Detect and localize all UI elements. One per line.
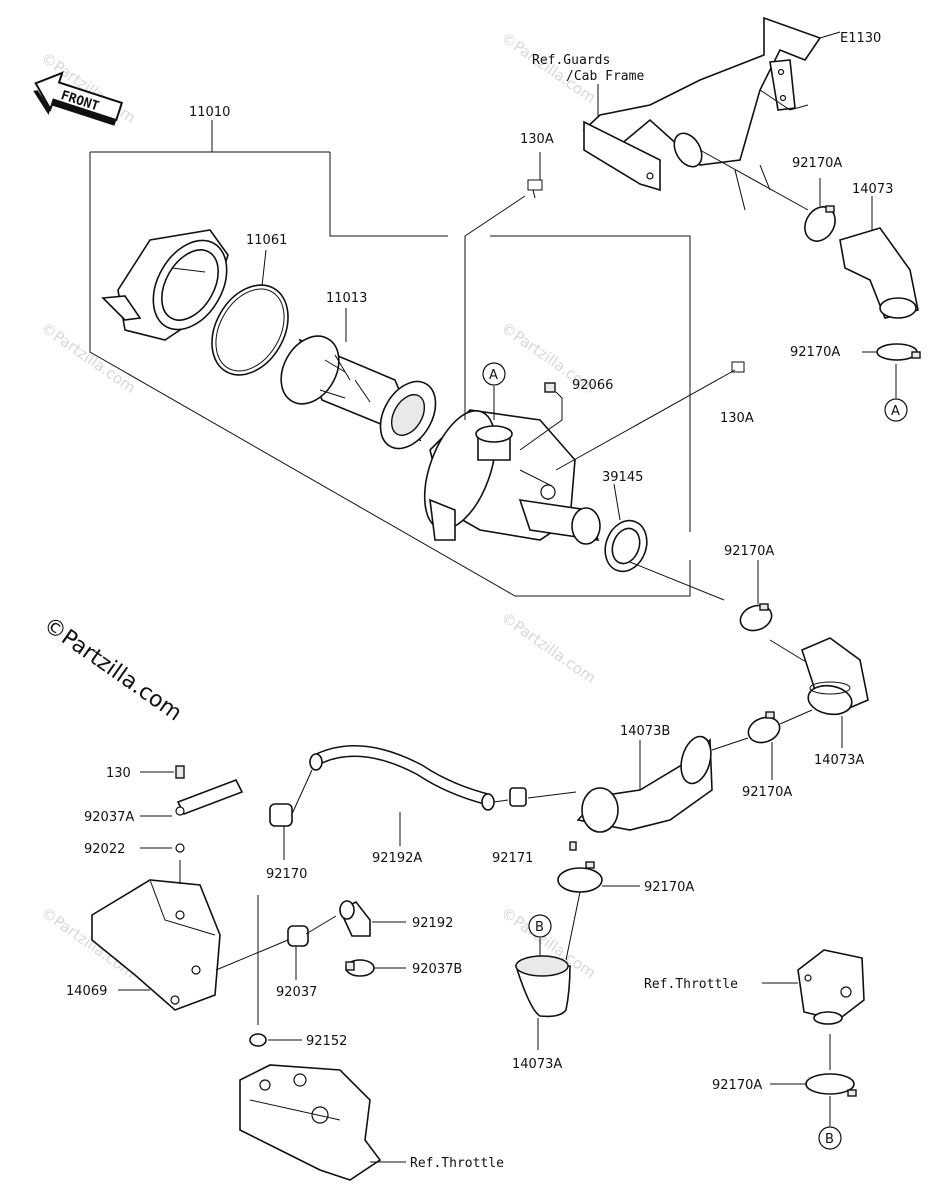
part-label-11010: 11010 (189, 105, 230, 120)
washer-92152 (249, 1033, 267, 1047)
connector-a-right: A (884, 398, 908, 422)
plug-92066 (544, 382, 556, 393)
clamp-92037 (287, 925, 309, 947)
bolt-130A-right (731, 361, 745, 373)
connector-a-label: A (891, 404, 900, 419)
partzilla-watermark: ©Partzilla.com (39, 612, 187, 726)
part-label-130A-top: 130A (520, 132, 554, 147)
clamp-92170A-right (876, 343, 921, 361)
part-label-11061: 11061 (246, 233, 287, 248)
part-label-14073B: 14073B (620, 724, 670, 739)
clamp-92170A-top (804, 205, 836, 242)
connector-b-label: B (535, 920, 544, 935)
duct-elbow-14073 (839, 227, 919, 319)
watermark: ©Partzilla.com (38, 319, 139, 397)
part-label-92152: 92152 (306, 1034, 347, 1049)
cleaner-cover (101, 229, 229, 341)
part-label-92170A-lower: 92170A (742, 785, 792, 800)
part-label-92170A-top: 92170A (792, 156, 842, 171)
clamp-92170A-lower (747, 711, 781, 744)
ref-guards-label: Ref.Guards (532, 53, 610, 68)
clamp-92170A-throttle (805, 1073, 857, 1097)
o-ring-11061 (211, 284, 289, 376)
strap-92037A (175, 765, 244, 853)
connector-a-top: A (482, 362, 506, 386)
part-label-92022: 92022 (84, 842, 125, 857)
front-arrow-icon: FRONT (33, 71, 124, 126)
connector-b-left: B (528, 914, 552, 938)
part-label-92170A-throttle: 92170A (712, 1078, 762, 1093)
assembly-bracket (89, 120, 691, 597)
part-label-92192: 92192 (412, 916, 453, 931)
throttle-body-bottom (239, 1064, 382, 1181)
filter-element-11013 (280, 335, 437, 450)
part-label-92037: 92037 (276, 985, 317, 1000)
clamp-92037B (345, 959, 375, 977)
ref-throttle-right-label: Ref.Throttle (644, 977, 738, 992)
duct-tube-14073B (569, 735, 749, 851)
part-label-11013: 11013 (326, 291, 367, 306)
bracket-14069 (91, 860, 221, 1011)
part-label-14069: 14069 (66, 984, 107, 999)
part-label-92170A-right: 92170A (790, 345, 840, 360)
part-label-92170A-mid: 92170A (724, 544, 774, 559)
hose-92192A (309, 745, 495, 811)
ref-cab-frame-label: /Cab Frame (566, 69, 644, 84)
part-label-92170A-bottom: 92170A (644, 880, 694, 895)
air-cleaner-housing (423, 409, 601, 545)
part-label-92066: 92066 (572, 378, 613, 393)
part-label-92037A: 92037A (84, 810, 134, 825)
part-label-92037B: 92037B (412, 962, 462, 977)
part-label-14073A-right: 14073A (814, 753, 864, 768)
connector-a-label: A (489, 368, 498, 383)
part-label-14073A-bottom: 14073A (512, 1057, 562, 1072)
watermark: ©Partzilla.com (498, 609, 599, 687)
part-label-92171: 92171 (492, 851, 533, 866)
connector-b-label: B (825, 1132, 834, 1147)
duct-elbow-14073A-right (801, 637, 869, 716)
clamp-92170 (269, 803, 293, 827)
throttle-body-right (797, 949, 865, 1025)
bolt-130A-top (527, 179, 543, 199)
part-label-39145: 39145 (602, 470, 643, 485)
clamp-92171 (509, 787, 527, 807)
seal-39145 (604, 483, 648, 573)
part-label-130: 130 (106, 766, 131, 781)
boot-14073A-bottom (514, 955, 571, 1018)
elbow-92192 (338, 900, 371, 937)
ref-throttle-bottom-label: Ref.Throttle (410, 1156, 504, 1171)
clamp-92170A-bottom (557, 861, 603, 893)
clamp-92170A-mid (739, 603, 773, 632)
part-label-130A-right: 130A (720, 411, 754, 426)
part-label-92192A: 92192A (372, 851, 422, 866)
diagram-code: E1130 (840, 31, 881, 46)
part-label-92170: 92170 (266, 867, 307, 882)
cab-frame (582, 16, 841, 211)
connector-b-right: B (818, 1126, 842, 1150)
part-label-14073: 14073 (852, 182, 893, 197)
